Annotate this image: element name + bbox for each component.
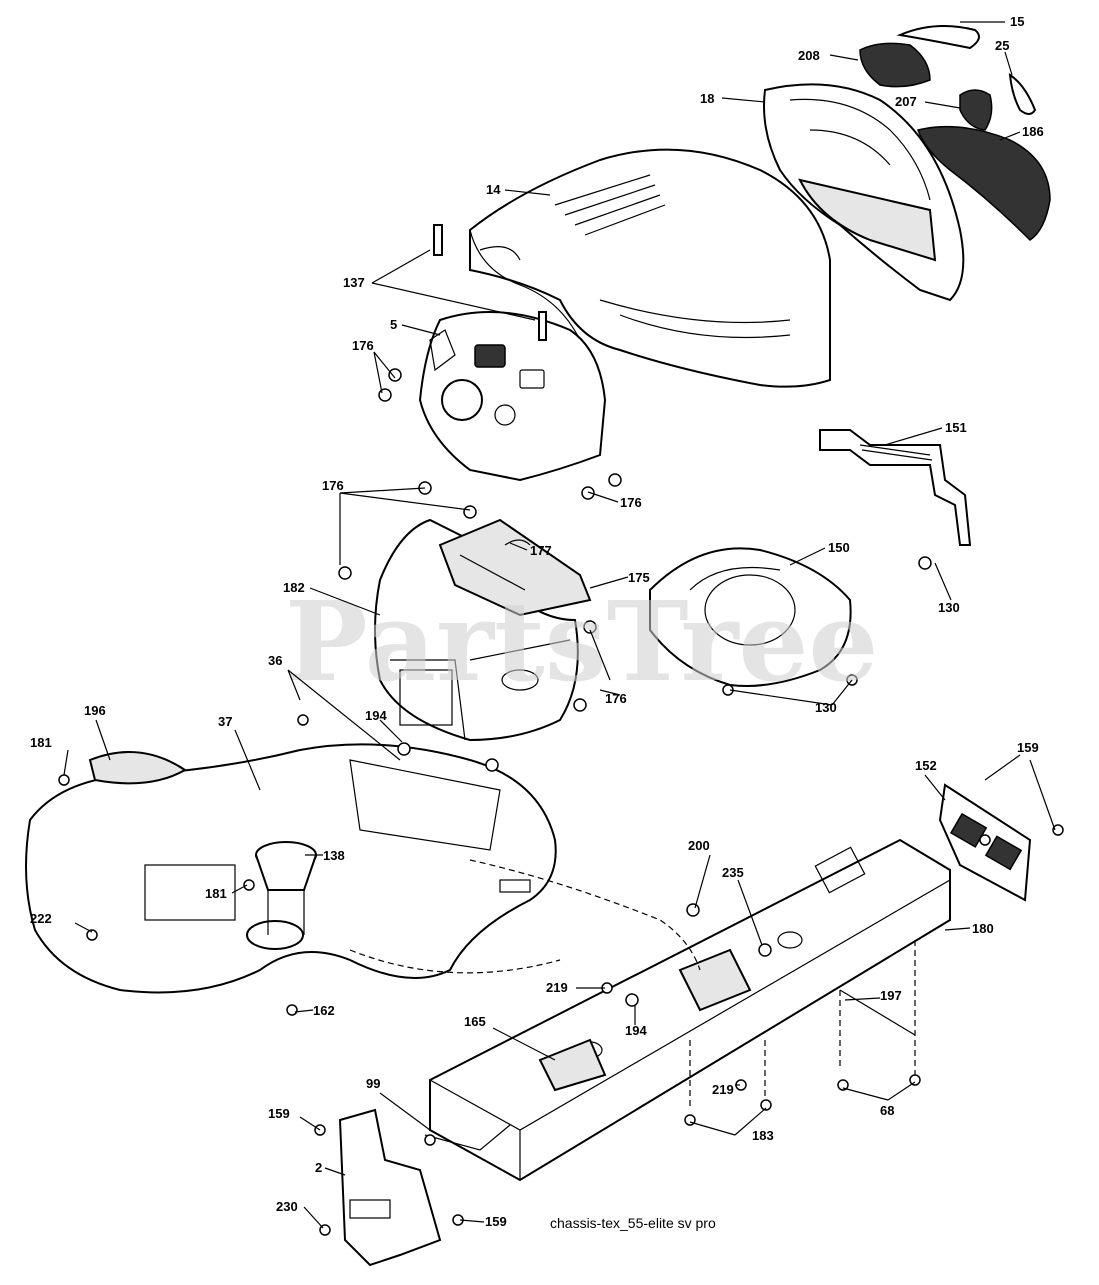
- callout-152: 152: [915, 758, 937, 773]
- hidden-line-2: [349, 949, 561, 974]
- hidden-line-3: [689, 940, 916, 1110]
- callout-130-b: 130: [815, 700, 837, 715]
- side-bracket-part: [819, 429, 972, 546]
- callout-176-c: 176: [322, 478, 344, 493]
- callout-183: 183: [752, 1128, 774, 1143]
- grille-mesh-part: [917, 125, 1051, 241]
- callout-130-a: 130: [938, 600, 960, 615]
- headlight-parts: [859, 25, 1037, 131]
- callout-14: 14: [486, 182, 501, 197]
- callout-68: 68: [880, 1103, 894, 1118]
- callout-36: 36: [268, 653, 282, 668]
- callout-150: 150: [828, 540, 850, 555]
- callout-180: 180: [972, 921, 994, 936]
- callout-162: 162: [313, 1003, 335, 1018]
- callout-labels: 15 208 25 18 207 186 14 137 5 176 176 15…: [30, 14, 1044, 1229]
- callout-25: 25: [995, 38, 1009, 53]
- callout-194-a: 194: [365, 708, 387, 723]
- leader-lines: [63, 21, 1056, 1229]
- callout-159-a: 159: [1017, 740, 1039, 755]
- callout-177: 177: [530, 543, 552, 558]
- callout-219-a: 219: [546, 980, 568, 995]
- callout-230: 230: [276, 1199, 298, 1214]
- callout-176-d: 176: [605, 691, 627, 706]
- callout-15: 15: [1010, 14, 1024, 29]
- callout-181-b: 181: [205, 886, 227, 901]
- steering-bracket-part: [438, 518, 592, 617]
- callout-137: 137: [343, 275, 365, 290]
- callout-37: 37: [218, 714, 232, 729]
- callout-207: 207: [895, 94, 917, 109]
- callout-196: 196: [84, 703, 106, 718]
- clip-part-2: [538, 311, 547, 341]
- frame-part: [429, 838, 951, 1182]
- hood-part: [469, 148, 831, 388]
- callout-138: 138: [323, 848, 345, 863]
- callout-222: 222: [30, 911, 52, 926]
- callout-197: 197: [880, 988, 902, 1003]
- fan-shroud-part: [649, 547, 852, 687]
- callout-5: 5: [390, 317, 397, 332]
- diagram-caption: chassis-tex_55-elite sv pro: [550, 1215, 716, 1231]
- callout-181-a: 181: [30, 735, 52, 750]
- steering-column-part: [255, 841, 317, 935]
- rear-bracket-part: [338, 1108, 442, 1267]
- watermark-text: PartsTree: [285, 577, 879, 706]
- callout-99: 99: [366, 1076, 380, 1091]
- callout-176-a: 176: [352, 338, 374, 353]
- callout-186: 186: [1022, 124, 1044, 139]
- rod-part-197: [839, 989, 916, 1036]
- callout-159-c: 159: [485, 1214, 507, 1229]
- callout-176-b: 176: [620, 495, 642, 510]
- rod-part: [424, 1124, 511, 1151]
- callout-182: 182: [283, 580, 305, 595]
- clip-part: [433, 224, 443, 256]
- callout-200: 200: [688, 838, 710, 853]
- dash-panel-part: [418, 311, 607, 482]
- callout-175: 175: [628, 570, 650, 585]
- callout-159-b: 159: [268, 1106, 290, 1121]
- callout-165: 165: [464, 1014, 486, 1029]
- callout-194-b: 194: [625, 1023, 647, 1038]
- harness-part: [504, 539, 531, 546]
- callout-208: 208: [798, 48, 820, 63]
- callout-18: 18: [700, 91, 714, 106]
- callout-219-b: 219: [712, 1082, 734, 1097]
- callout-235: 235: [722, 865, 744, 880]
- callout-2: 2: [315, 1160, 322, 1175]
- callout-151: 151: [945, 420, 967, 435]
- grille-housing-part: [763, 83, 965, 302]
- hidden-line-1: [469, 859, 701, 971]
